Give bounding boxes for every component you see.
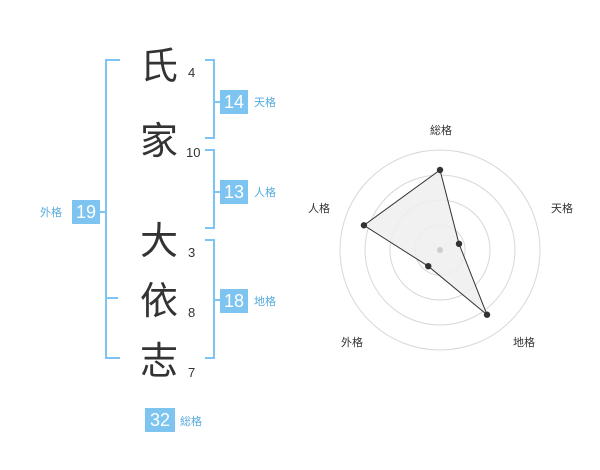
stroke-count-4: 8 [188,305,196,320]
name-char-3: 大 [139,219,178,263]
jinkaku-bracket [205,149,215,229]
soukaku-label: 総格 [180,415,202,428]
tenkaku-label: 天格 [254,96,276,109]
radar-label-chikaku: 地格 [513,335,535,349]
chikaku-badge: 18 [220,289,248,313]
radar-points [360,166,491,318]
radar-center-dot [437,247,443,253]
radar-label-soukaku: 総格 [430,123,452,137]
name-char-4: 依 [139,279,178,323]
chikaku-label: 地格 [254,295,276,308]
stroke-count-1: 4 [188,65,196,80]
radar-grid-ring [339,149,541,351]
radar-point-5 [360,222,368,229]
jinkaku-label: 人格 [254,186,276,199]
tenkaku-bracket [205,59,215,139]
name-char-5: 志 [139,339,178,383]
gaikaku-bracket [105,59,120,359]
stroke-count-2: 10 [186,145,201,160]
radar-label-tenkaku: 天格 [551,201,573,215]
radar-point-2 [455,240,463,248]
name-char-2: 家 [139,119,178,163]
radar-label-jinkaku: 人格 [308,201,330,215]
soukaku-badge: 32 [145,408,175,432]
stroke-count-5: 7 [188,365,196,380]
name-char-1: 氏 [139,44,178,88]
gaikaku-label: 外格 [40,206,62,219]
stroke-count-3: 3 [188,245,196,260]
radar-area [363,169,488,316]
gaikaku-badge: 19 [72,200,100,224]
radar-point-3 [483,311,491,318]
radar-label-gaikaku: 外格 [341,335,363,349]
jinkaku-badge: 13 [220,180,248,204]
radar-point-1 [436,166,444,174]
radar-point-4 [425,262,432,270]
tenkaku-badge: 14 [220,90,248,114]
